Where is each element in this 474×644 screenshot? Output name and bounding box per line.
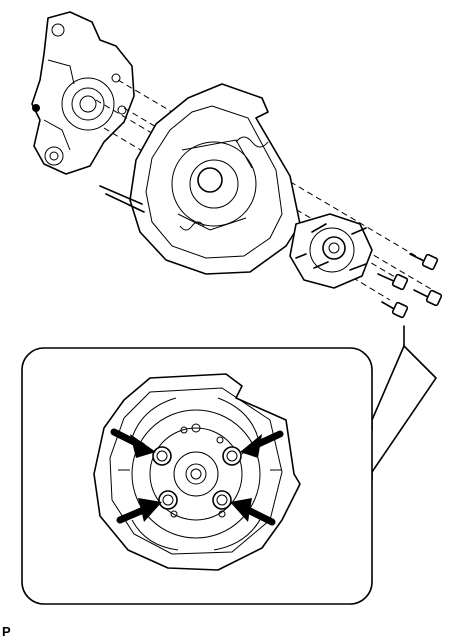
detail-box <box>21 347 373 605</box>
axle-hub <box>289 213 373 289</box>
arrow-lower-right <box>230 498 276 526</box>
detail-bolt-lower-right <box>212 490 232 510</box>
detail-view <box>21 347 373 605</box>
detail-hub-outer <box>131 409 261 539</box>
detail-bolt-upper-right <box>222 446 242 466</box>
bolt-1 <box>409 253 439 271</box>
bolts <box>377 253 443 319</box>
arrow-upper-right <box>240 430 284 458</box>
hub-studs <box>295 223 367 271</box>
detail-backing-plate <box>93 373 301 571</box>
arrow-lower-left <box>116 498 162 524</box>
detail-bolt-lower-left <box>158 490 178 510</box>
figure-code-label: P <box>2 624 11 639</box>
detail-bolt-upper-left <box>152 446 172 466</box>
brake-backing-plate <box>99 83 301 275</box>
detail-bolt-heads <box>152 446 242 510</box>
detail-arrows <box>110 428 284 526</box>
bolt-3 <box>413 289 443 307</box>
bolt-2 <box>377 273 409 291</box>
detail-hub-center <box>173 451 219 497</box>
bolt-4 <box>381 301 409 319</box>
callout-leader <box>371 325 437 481</box>
arrow-upper-left <box>110 428 156 458</box>
steering-knuckle <box>31 11 135 175</box>
